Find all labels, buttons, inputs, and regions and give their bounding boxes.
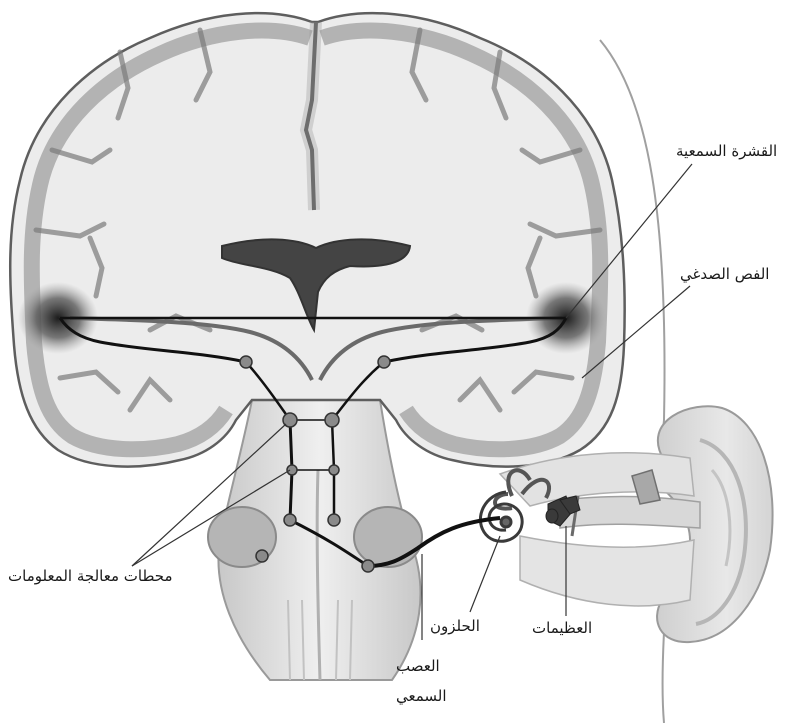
label-processing-stations: محطات معالجة المعلومات xyxy=(8,568,172,585)
label-ossicles: العظيمات xyxy=(532,620,592,637)
ear-canal xyxy=(560,497,700,529)
cerebellum-right xyxy=(354,507,422,567)
label-auditory-cortex: القشرة السمعية xyxy=(676,143,777,160)
neck-outline xyxy=(663,632,665,723)
temporal-bone-lower xyxy=(520,536,694,606)
label-cochlea: الحلزون xyxy=(430,618,480,635)
label-auditory-nerve-2: السمعي xyxy=(396,688,447,705)
cochlea-spiral xyxy=(480,492,522,541)
label-temporal-lobe: الفص الصدغي xyxy=(680,266,769,283)
label-auditory-nerve-1: العصب xyxy=(396,658,440,675)
leader-cochlea xyxy=(470,536,500,612)
